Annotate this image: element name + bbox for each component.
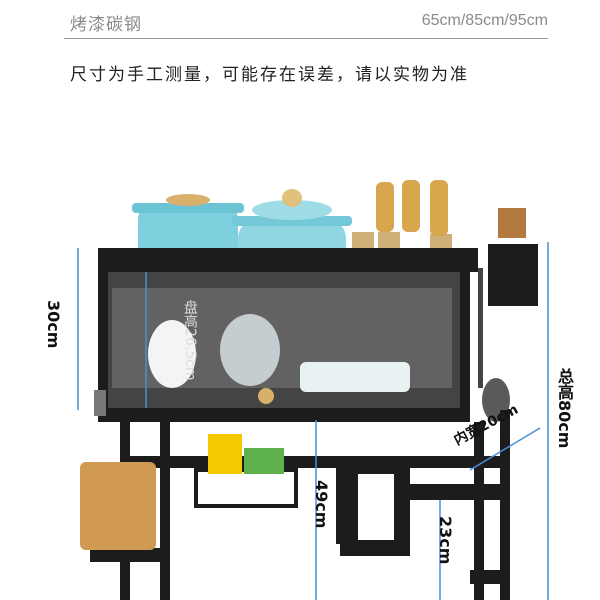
bottom-height-label: 23cm [436, 516, 455, 565]
dimension-lines [77, 242, 549, 600]
hanging-basket [194, 434, 298, 508]
header-divider [64, 38, 548, 39]
total-height-label: 总高80cm [555, 368, 574, 449]
plate-height-label: 盘高26.5cm [182, 300, 198, 381]
knife-holder [336, 456, 410, 556]
upper-height-label: 30cm [44, 300, 63, 349]
material-title: 烤漆碳钢 [70, 15, 142, 35]
dish-rack-illustration [77, 180, 549, 600]
plates [148, 314, 410, 392]
chopstick-holder [488, 208, 538, 306]
door-knob [258, 388, 274, 404]
cutting-board [80, 462, 156, 550]
measurement-note: 尺寸为手工测量，可能存在误差，请以实物为准 [70, 65, 469, 85]
size-options: 65cm/85cm/95cm [421, 12, 548, 29]
lower-clearance-label: 49cm [312, 480, 331, 529]
